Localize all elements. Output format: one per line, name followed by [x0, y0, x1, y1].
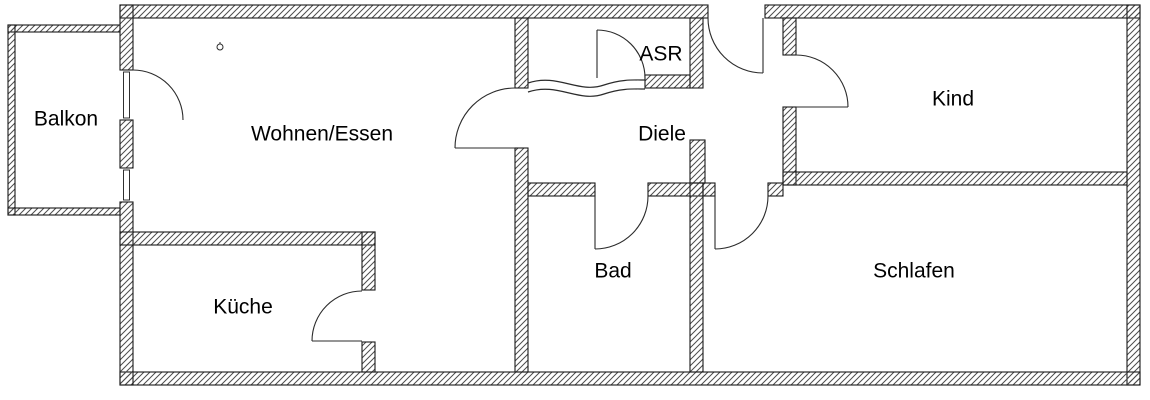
curved-partition-line-upper — [527, 79, 646, 88]
exterior-wall-right — [1126, 4, 1141, 386]
balcony-wall-left — [7, 24, 16, 216]
exterior-wall-top-right — [764, 4, 1141, 19]
wall-kitchen-top — [119, 231, 376, 246]
wall-asr-right — [689, 17, 704, 89]
exterior-wall-left-b — [119, 119, 134, 169]
room-label-schlafen: Schlafen — [873, 260, 955, 283]
fixture-marker — [216, 42, 224, 51]
wall-hall-pillar — [689, 139, 706, 184]
doors — [132, 17, 849, 342]
door-arc-entrance — [707, 17, 764, 74]
wall-kitchen-right-lower — [361, 341, 376, 373]
wall-bath-bedroom-divider — [689, 182, 704, 373]
room-labels: Balkon Wohnen/Essen Küche ASR Diele Bad … — [34, 43, 974, 319]
room-label-wohnen: Wohnen/Essen — [251, 123, 393, 146]
wall-child-left-upper — [782, 17, 797, 56]
door-arc-kitchen — [311, 290, 363, 342]
wall-living-center-lower — [514, 147, 529, 373]
curved-partition — [527, 79, 646, 97]
wall-asr-bottom-stub — [644, 74, 691, 89]
windows — [123, 71, 130, 201]
room-label-kueche: Küche — [213, 296, 273, 319]
exterior-wall-top-left — [119, 4, 709, 19]
door-arc-asr — [596, 29, 646, 79]
wall-child-bedroom-divider — [782, 171, 1128, 186]
wall-kitchen-right-upper — [361, 231, 376, 291]
door-arc-balcony — [132, 69, 184, 121]
balcony-window — [123, 169, 130, 201]
room-label-bad: Bad — [594, 260, 631, 283]
door-arc-living — [454, 87, 516, 149]
exterior-wall-bottom — [119, 371, 1141, 386]
room-label-diele: Diele — [638, 123, 686, 146]
balcony-wall-top — [7, 24, 121, 33]
room-label-balkon: Balkon — [34, 108, 98, 131]
balcony-wall-bottom — [7, 207, 121, 216]
wall-bath-top-left — [527, 182, 596, 197]
balcony-door-glazing — [123, 71, 130, 119]
door-arc-child — [795, 54, 849, 108]
wall-bedroom-top-left — [702, 182, 716, 197]
fixture-marker-circle — [216, 43, 224, 51]
exterior-wall-left-c — [119, 201, 134, 386]
wall-bedroom-top-right — [767, 182, 784, 197]
room-label-kind: Kind — [932, 88, 974, 111]
door-arc-bedroom — [714, 195, 769, 250]
door-arc-bath — [594, 195, 649, 250]
wall-living-center-upper — [514, 17, 529, 89]
room-label-asr: ASR — [639, 43, 682, 66]
walls — [7, 4, 1141, 386]
curved-partition-line-lower — [527, 88, 646, 97]
exterior-wall-left-a — [119, 4, 134, 71]
